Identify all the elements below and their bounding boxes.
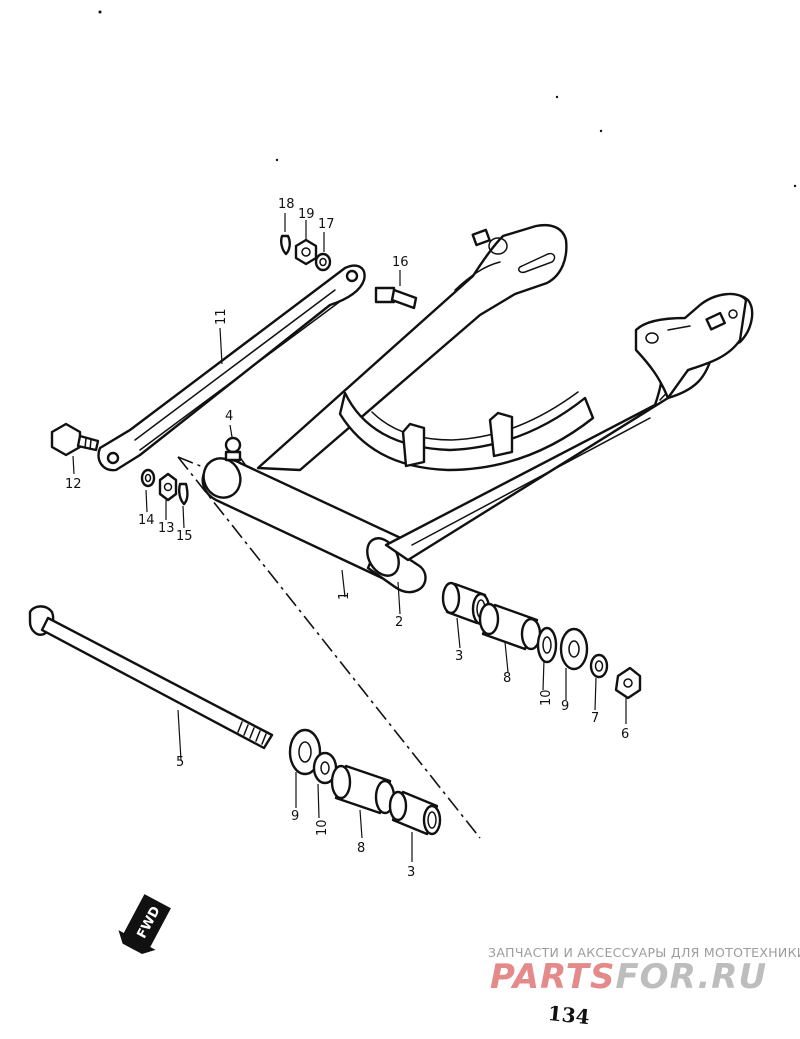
watermark-logo: PARTSFOR.RU <box>490 957 767 997</box>
callout-8a: 8 <box>503 671 511 686</box>
callout-9a: 9 <box>561 699 569 714</box>
callout-16: 16 <box>392 255 409 270</box>
callout-12: 12 <box>65 477 82 492</box>
callout-15: 15 <box>176 529 193 544</box>
forward-direction-mark: FWD <box>118 894 171 955</box>
watermark: ЗАПЧАСТИ И АКСЕССУАРЫ ДЛЯ МОТОТЕХНИКИ PA… <box>488 945 800 997</box>
callout-3a: 3 <box>455 649 463 664</box>
bolt-12 <box>50 422 100 457</box>
watermark-logo-right: FOR.RU <box>615 957 767 997</box>
upper-bearing-group <box>441 581 642 700</box>
callout-7: 7 <box>591 711 599 726</box>
callout-2: 2 <box>395 615 403 630</box>
callout-labels: 1 2 3 8 10 9 7 6 5 9 10 8 3 11 12 14 13 … <box>65 197 629 880</box>
callout-6: 6 <box>621 727 629 742</box>
callout-18: 18 <box>278 197 295 212</box>
grease-nipple <box>224 424 242 462</box>
pivot-shaft <box>28 605 274 750</box>
scan-specks <box>98 10 797 188</box>
lower-bearing-group <box>288 728 442 836</box>
callout-3b: 3 <box>407 865 415 880</box>
callout-13: 13 <box>158 521 175 536</box>
callout-14: 14 <box>138 513 155 528</box>
callout-5: 5 <box>176 755 184 770</box>
callout-19: 19 <box>298 207 315 222</box>
callout-4: 4 <box>225 409 233 424</box>
callout-1: 1 <box>337 592 352 600</box>
torque-link <box>97 264 366 472</box>
swingarm <box>201 224 754 594</box>
watermark-logo-left: PARTS <box>490 957 615 997</box>
page-number: 134 <box>547 1001 591 1029</box>
bolt-16 <box>374 286 418 310</box>
callout-10a: 10 <box>539 689 554 706</box>
leader-lines <box>72 213 627 862</box>
callout-10b: 10 <box>315 819 330 836</box>
link-hardware-top <box>280 234 332 272</box>
link-hardware-bottom <box>140 468 189 506</box>
callout-9b: 9 <box>291 809 299 824</box>
callout-8b: 8 <box>357 841 365 856</box>
watermark-tagline: ЗАПЧАСТИ И АКСЕССУАРЫ ДЛЯ МОТОТЕХНИКИ <box>488 945 800 960</box>
callout-11: 11 <box>214 308 229 325</box>
callout-17: 17 <box>318 217 335 232</box>
